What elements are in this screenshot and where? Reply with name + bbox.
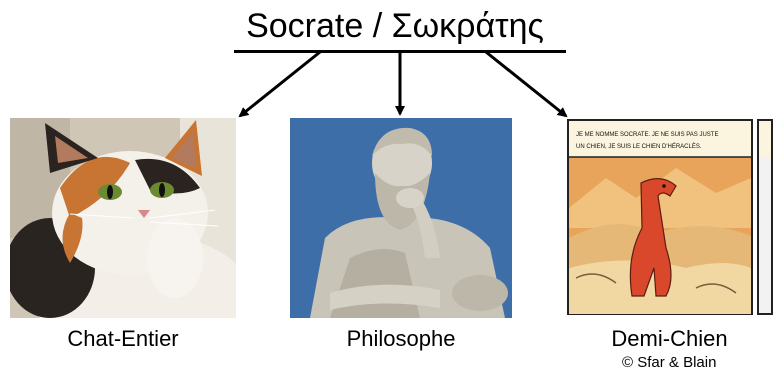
comic-speech-line-1: JE ME NOMME SOCRATE. JE NE SUIS PAS JUST… [576,132,718,138]
arrow-left [238,50,321,118]
comic-speech-line-2: UN CHIEN, JE SUIS LE CHIEN D'HÉRACLÈS. [576,143,702,150]
comic-image: JE ME NOMME SOCRATE. JE NE SUIS PAS JUST… [566,118,773,318]
caption-demi-chien: Demi-Chien [611,326,728,351]
statue-image [290,118,512,318]
diagram-title: Socrate / Σωκράτης [246,7,544,45]
title-underline [234,50,566,53]
arrow-right [485,50,568,118]
cat-image [10,118,236,318]
caption-philosophe: Philosophe [346,326,456,351]
caption-chat-entier: Chat-Entier [67,326,179,351]
image-credit: © Sfar & Blain [622,354,717,371]
